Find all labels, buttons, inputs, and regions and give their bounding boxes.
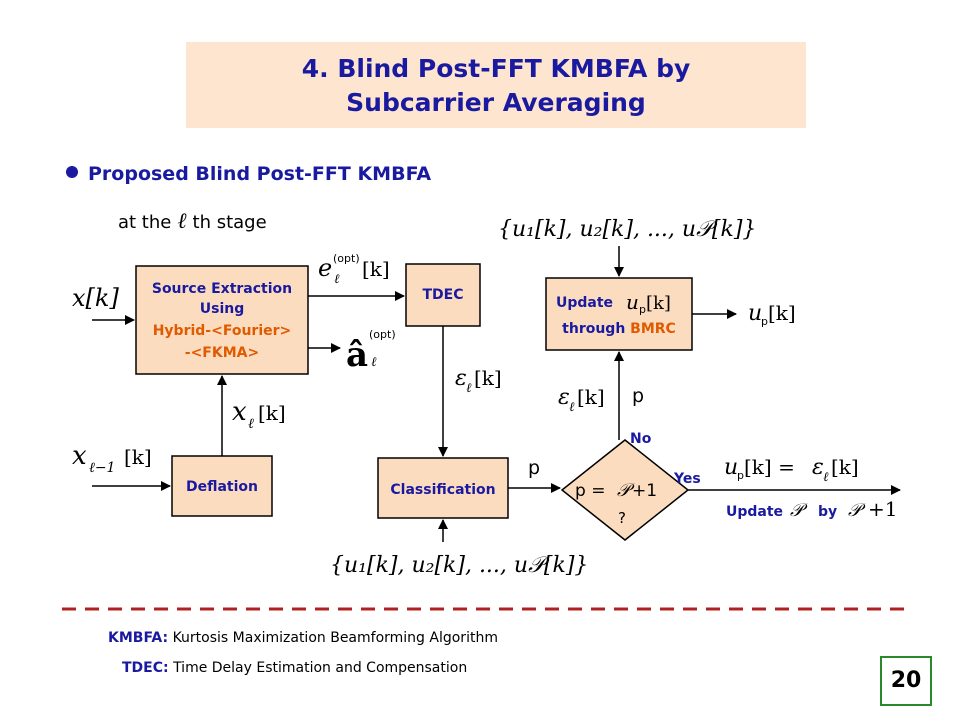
label-x-prev-symbol: x: [72, 441, 87, 471]
label-by-P-symbol: 𝒫: [848, 500, 866, 521]
update-box-line2: through BMRC: [562, 321, 676, 337]
update-box-line2-prefix: through: [562, 321, 630, 337]
label-x-ell-symbol: x: [232, 397, 247, 427]
label-eps2-symbol: ε: [558, 385, 570, 410]
update-box-u-sub: p: [639, 303, 646, 316]
legend-kmbfa-abbr: KMBFA:: [108, 630, 169, 646]
slide-number: 20: [880, 656, 932, 706]
label-x-k: x[k]: [72, 284, 119, 312]
label-up-assign-sub: p: [737, 469, 744, 482]
bullet-heading: Proposed Blind Post-FFT KMBFA: [66, 163, 431, 185]
update-box-u-symbol: u: [626, 290, 639, 314]
legend-tdec: TDEC: Time Delay Estimation and Compensa…: [122, 660, 467, 676]
source-extraction-line4: -<FKMA>: [185, 345, 259, 361]
label-up-assign-symbol: u: [724, 455, 738, 480]
label-e-k: [k]: [362, 257, 390, 281]
decision-lhs: p =: [575, 481, 605, 501]
update-box-line2-accent: BMRC: [630, 321, 676, 337]
source-extraction-box: [135, 265, 309, 375]
decision-diamond: [560, 439, 690, 541]
label-up-out-sub: p: [761, 315, 768, 328]
label-e-opt: (opt): [333, 252, 360, 265]
legend-kmbfa-text: Kurtosis Maximization Beamforming Algori…: [172, 630, 498, 646]
title-banner: 4. Blind Post-FFT KMBFA by Subcarrier Av…: [186, 42, 806, 128]
source-extraction-line3: Hybrid-<Fourier>: [153, 323, 292, 339]
label-p-up: p: [632, 385, 644, 407]
label-e-ell: ℓ: [334, 272, 340, 287]
stage-ell-symbol: ℓ: [177, 209, 187, 234]
label-up-assign-end: [k]: [831, 455, 859, 479]
decision-question: ?: [618, 509, 626, 527]
update-bmrc-box: [545, 277, 693, 351]
label-a-ell: ℓ: [371, 355, 377, 370]
title-line-1: 4. Blind Post-FFT KMBFA by: [301, 54, 691, 83]
bullet-text: Proposed Blind Post-FFT KMBFA: [88, 163, 432, 185]
label-bottom-set: {u₁[k], u₂[k], ..., u𝒫[k]}: [330, 553, 588, 578]
label-p-left: p: [528, 457, 540, 479]
label-plus1: +1: [868, 497, 897, 521]
label-up-out-k: [k]: [768, 301, 796, 325]
label-update-P-symbol: 𝒫: [790, 500, 808, 521]
bullet-dot-icon: [66, 166, 78, 178]
update-box-line1: Update: [556, 295, 613, 311]
label-up-assign-eps: ε: [812, 455, 824, 480]
decision-rhs: +1: [632, 481, 657, 501]
tdec-label: TDEC: [422, 287, 463, 303]
label-a-opt: (opt): [369, 328, 396, 341]
label-a-hat: â: [346, 335, 368, 375]
label-yes: Yes: [673, 471, 701, 487]
source-extraction-line2: Using: [200, 301, 245, 317]
label-eps-sub: ℓ: [466, 381, 472, 396]
stage-suffix: th stage: [192, 212, 267, 233]
deflation-label: Deflation: [186, 479, 258, 495]
label-eps-k: [k]: [474, 366, 502, 390]
label-x-prev-k: [k]: [124, 445, 152, 469]
legend-tdec-text: Time Delay Estimation and Compensation: [173, 660, 468, 676]
label-eps2-sub: ℓ: [569, 400, 575, 415]
label-up-assign-ell: ℓ: [823, 470, 829, 485]
label-update-P: Update: [726, 504, 783, 520]
label-up-out-symbol: u: [748, 301, 762, 326]
label-e-symbol: e: [318, 254, 332, 282]
classification-label: Classification: [390, 482, 495, 498]
legend-tdec-abbr: TDEC:: [122, 660, 169, 676]
label-by: by: [818, 504, 837, 520]
label-eps2-k: [k]: [577, 385, 605, 409]
label-no: No: [630, 431, 652, 447]
stage-prefix: at the: [118, 212, 172, 233]
legend-kmbfa: KMBFA: Kurtosis Maximization Beamforming…: [108, 630, 498, 646]
label-x-prev-sub: ℓ−1: [89, 460, 115, 476]
label-x-ell-k: [k]: [258, 401, 286, 425]
deflation-box: [171, 455, 273, 517]
title-line-2: Subcarrier Averaging: [346, 88, 646, 117]
label-x-ell-sub: ℓ: [248, 416, 254, 432]
label-up-assign-k: [k] =: [744, 455, 795, 479]
source-extraction-line1: Source Extraction: [152, 281, 292, 297]
update-box-k: [k]: [646, 293, 671, 314]
label-eps-symbol: ε: [455, 366, 467, 391]
label-top-set: {u₁[k], u₂[k], ..., u𝒫[k]}: [498, 217, 756, 242]
